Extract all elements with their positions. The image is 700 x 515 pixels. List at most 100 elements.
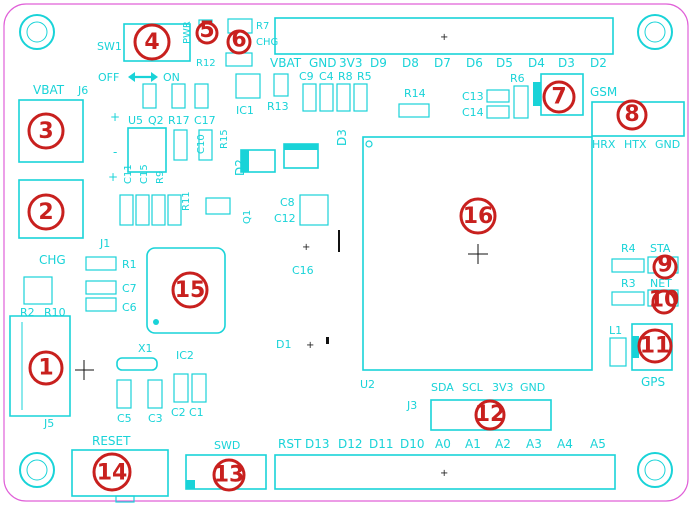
label-r15: R15 <box>219 129 230 149</box>
label-r14: R14 <box>404 87 426 100</box>
header-top-pin: D8 <box>402 56 419 70</box>
module-u2 <box>362 136 593 371</box>
label-x1: X1 <box>138 342 153 355</box>
label-c11: C11 <box>123 164 134 184</box>
callout-marker-9: 9 <box>652 253 678 280</box>
label-c12: C12 <box>274 212 296 225</box>
mount-hole-bottom-left <box>19 452 55 488</box>
header-bottom-pin: A2 <box>495 437 511 451</box>
label-sw1: SW1 <box>97 40 122 53</box>
callout-marker-2: 2 <box>27 193 65 231</box>
callout-marker-8: 8 <box>616 99 648 131</box>
label-3v3-header: 3V3 <box>339 56 362 70</box>
callout-number: 14 <box>97 461 128 486</box>
cap-c6 <box>85 297 117 312</box>
label-d2: D2 <box>233 159 247 176</box>
label-r8: R8 <box>338 70 353 83</box>
header-top-pin: D9 <box>370 56 387 70</box>
label-c1: C1 <box>189 406 204 419</box>
label-htx: HTX <box>624 138 647 151</box>
callout-marker-10: 10 <box>649 288 680 315</box>
mount-hole-top-right <box>637 14 673 50</box>
resistor-r4 <box>611 258 645 273</box>
callout-number: 5 <box>199 18 214 43</box>
header-j3-pin: 3V3 <box>492 381 514 394</box>
cap-c17 <box>198 129 213 161</box>
svg-text:+: + <box>108 170 118 184</box>
header-bottom-pin: A3 <box>526 437 542 451</box>
callout-marker-11: 11 <box>637 328 673 364</box>
callout-marker-5: 5 <box>195 18 219 45</box>
connector-j5 <box>9 315 71 417</box>
cap-c5 <box>116 379 132 409</box>
part-near-on-2 <box>194 83 209 109</box>
label-j1: J1 <box>99 237 110 250</box>
resistor-r14 <box>398 103 430 118</box>
resistors-r2-r10 <box>23 276 53 305</box>
resistor-r1 <box>85 256 117 271</box>
connector-j6 <box>18 99 84 163</box>
label-c8: C8 <box>280 196 295 209</box>
label-c16: C16 <box>292 264 314 277</box>
label-vbat-header: VBAT <box>270 56 302 70</box>
callout-number: 3 <box>38 119 53 144</box>
svg-text:+: + <box>440 32 448 43</box>
label-c17: C17 <box>194 114 216 127</box>
cap-c9 <box>302 83 317 112</box>
mount-hole-bottom-right <box>637 452 673 488</box>
label-c6: C6 <box>122 301 137 314</box>
callout-number: 16 <box>463 204 494 229</box>
mount-hole-top-left <box>19 14 55 50</box>
label-c7: C7 <box>122 282 137 295</box>
header-bottom-pin: A5 <box>590 437 606 451</box>
transistor-q1 <box>205 197 231 215</box>
label-r17: R17 <box>168 114 190 127</box>
resistor-r11 <box>167 194 182 226</box>
connector-j1 <box>18 179 84 239</box>
header-top-pin: D3 <box>558 56 575 70</box>
callout-number: 6 <box>231 28 246 53</box>
label-c3: C3 <box>148 412 163 425</box>
label-r1: R1 <box>122 258 137 271</box>
header-top-pin: D4 <box>528 56 545 70</box>
header-top-pin: D6 <box>466 56 483 70</box>
callout-number: 15 <box>175 278 206 303</box>
resistor-r6 <box>513 85 529 119</box>
inductor-l1 <box>609 337 627 367</box>
header-top-pin: D2 <box>590 56 607 70</box>
label-c13: C13 <box>462 90 484 103</box>
chip-15 <box>146 247 226 334</box>
label-d3: D3 <box>335 129 349 146</box>
label-r2: R2 <box>20 306 35 319</box>
label-r13: R13 <box>267 100 289 113</box>
label-ic1: IC1 <box>236 104 254 117</box>
header-bottom-pin: D11 <box>369 437 394 451</box>
part-near-on-1 <box>171 83 186 109</box>
callout-number: 11 <box>640 334 671 359</box>
label-sta: STA <box>650 242 671 255</box>
callout-marker-12: 12 <box>474 399 506 431</box>
part-ic1 <box>235 73 261 99</box>
label-r9: R9 <box>155 171 166 184</box>
callout-number: 13 <box>214 462 245 487</box>
resistor-r3 <box>611 291 645 306</box>
label-c9: C9 <box>299 70 314 83</box>
label-r10: R10 <box>44 306 66 319</box>
callout-number: 10 <box>649 288 680 313</box>
label-hrx: HRX <box>592 138 616 151</box>
cap-c11 <box>119 194 134 226</box>
label-pwr: PWR <box>182 21 193 44</box>
callout-number: 2 <box>38 200 53 225</box>
callout-number: 8 <box>624 102 639 127</box>
cap-c8-c12 <box>299 194 329 226</box>
callout-number: 4 <box>144 30 159 55</box>
cap-c2 <box>173 373 189 403</box>
header-top-pin: D7 <box>434 56 451 70</box>
label-r3: R3 <box>621 277 636 290</box>
callout-marker-14: 14 <box>92 452 132 492</box>
switch-sw1 <box>123 23 191 62</box>
callout-number: 9 <box>657 253 672 278</box>
crystal-x1 <box>116 357 158 371</box>
label-r4: R4 <box>621 242 636 255</box>
